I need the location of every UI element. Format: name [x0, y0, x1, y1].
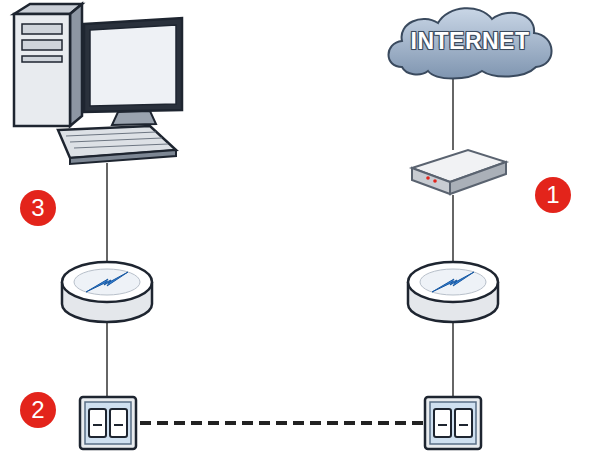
keyboard-edge — [70, 150, 176, 164]
callout-number: 2 — [20, 392, 56, 428]
keyboard-keys — [66, 132, 168, 148]
cable — [452, 76, 454, 150]
lightning-symbol — [86, 272, 128, 292]
computer — [14, 4, 182, 164]
cloud-label: INTERNET — [411, 28, 530, 55]
modem-led — [426, 176, 430, 180]
cable — [452, 195, 454, 262]
cloud-node: INTERNET — [384, 5, 556, 77]
cloud-outline — [389, 8, 552, 78]
cable — [106, 322, 108, 396]
cable — [452, 322, 454, 396]
powerline-link — [140, 421, 424, 425]
callout-number: 1 — [535, 177, 571, 213]
monitor-frame — [84, 18, 182, 112]
callout-number: 3 — [20, 190, 56, 226]
tower-front — [14, 14, 70, 126]
wall-outlet — [80, 397, 136, 449]
modem — [412, 150, 506, 194]
monitor-stand — [112, 111, 156, 125]
powerline-adapter — [408, 262, 498, 322]
powerline-adapter — [62, 262, 152, 322]
monitor-screen — [90, 25, 176, 106]
lightning-symbol — [432, 272, 474, 292]
wires — [107, 76, 453, 396]
modem-side — [450, 162, 506, 194]
tower-side — [70, 4, 82, 126]
drive-bay — [22, 56, 62, 62]
modem-led — [433, 179, 437, 183]
modem-front — [412, 168, 450, 194]
drive-bay — [22, 24, 62, 34]
drive-bay — [22, 40, 62, 50]
cable — [106, 163, 108, 262]
wall-outlet — [425, 397, 481, 449]
